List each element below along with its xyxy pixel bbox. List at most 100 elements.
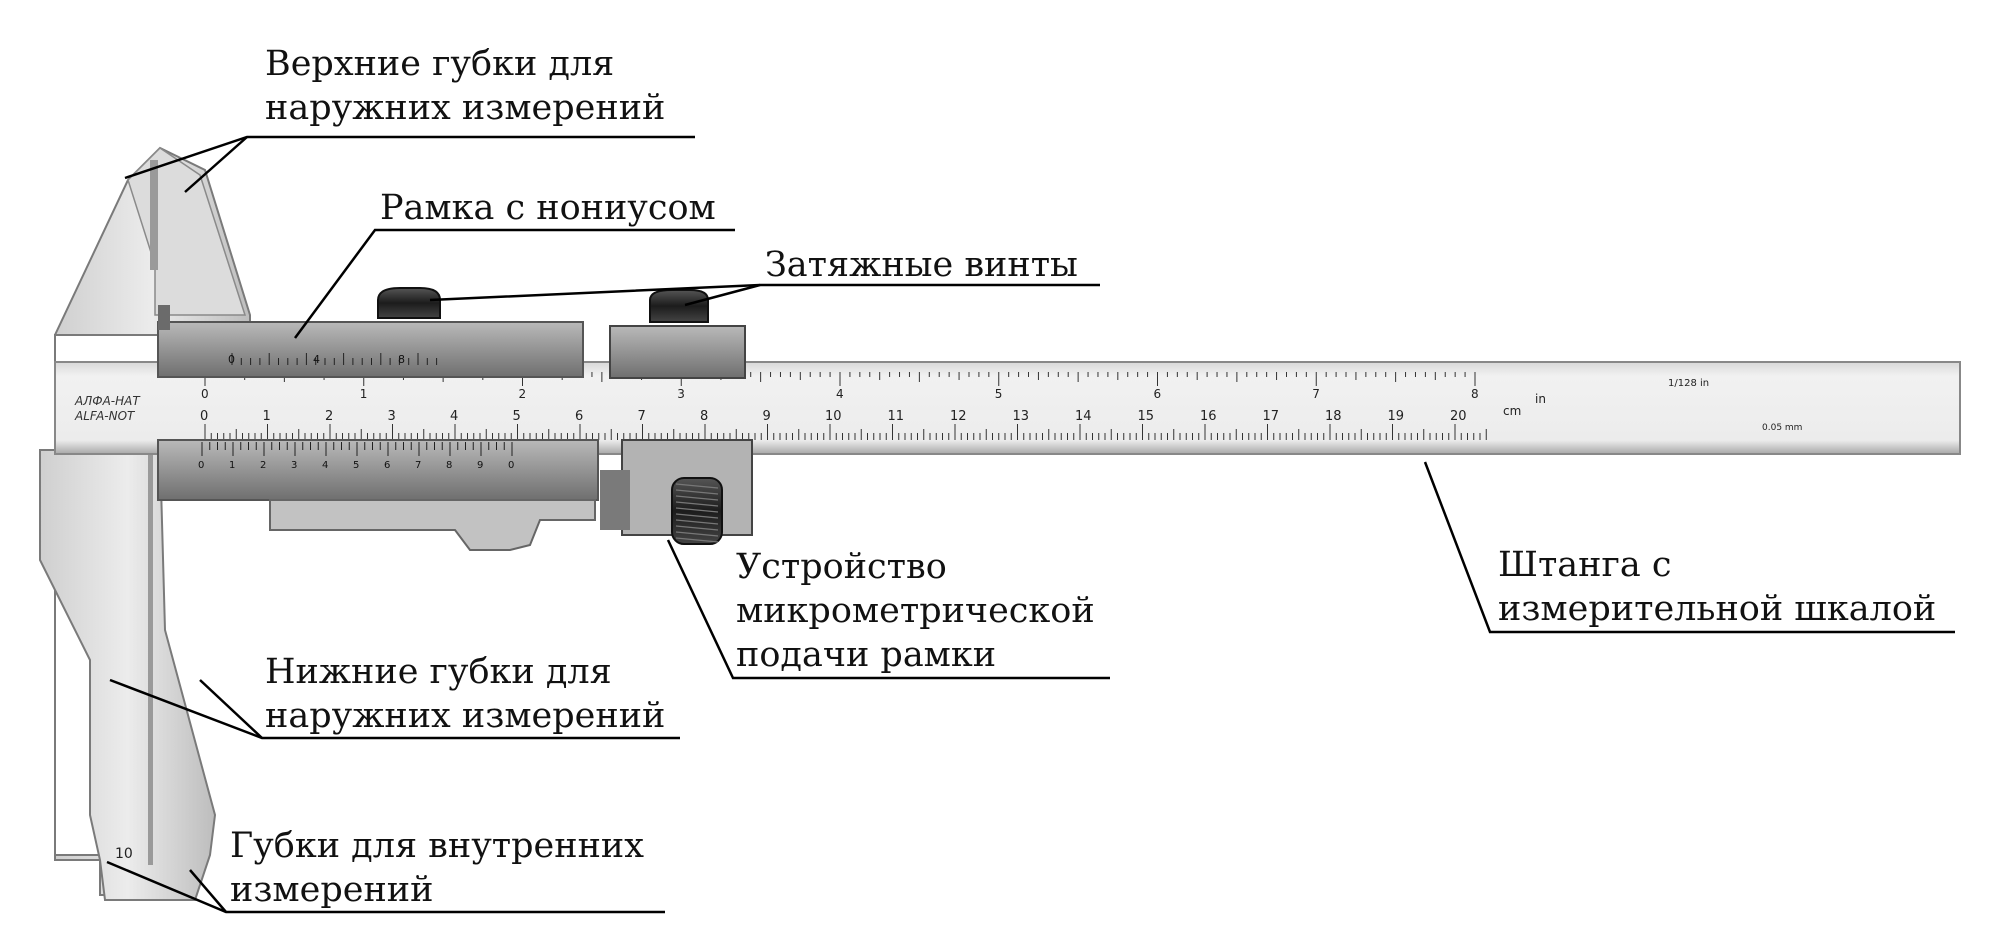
lower-vernier-number: 9 (477, 460, 483, 471)
beam-cm-number: 13 (1013, 409, 1030, 424)
beam-inch-number: 7 (1312, 387, 1320, 401)
leader-upper-jaws-2 (184, 136, 248, 193)
lower-vernier-number: 1 (229, 460, 235, 471)
beam-cm-number: 1 (263, 409, 271, 424)
leader-fine-feed (666, 539, 1110, 680)
beam-inch-number: 5 (995, 387, 1003, 401)
label-upper-jaws-line-2: наружних измерений (265, 88, 666, 128)
beam-cm-number: 11 (888, 409, 905, 424)
leader-lines (106, 135, 1955, 914)
fine-feed-knurl (675, 483, 719, 543)
leader-frame (293, 228, 735, 339)
beam-cm-number: 17 (1263, 409, 1280, 424)
beam-cm-number: 20 (1450, 409, 1467, 424)
label-lower-jaws: Нижние губки для наружних измерений (265, 650, 665, 738)
label-upper-jaws-line-1: Верхние губки для (265, 44, 615, 84)
label-lower-jaws-line-2: наружних измерений (265, 696, 666, 736)
label-fine-feed-line-1: Устройство (736, 547, 947, 587)
brand-line-1: АЛФА-НАТ (74, 394, 141, 408)
label-frame-line-1: Рамка с нониусом (380, 188, 716, 228)
label-beam: Штанга с измерительной шкалой (1498, 543, 1936, 631)
lower-vernier-number: 0 (198, 460, 204, 471)
clamp-lower-shadow (600, 470, 630, 530)
lower-jaw-body (39, 449, 217, 901)
jaw-number: 10 (115, 846, 133, 862)
knurl-line (675, 537, 719, 543)
beam-inch-number: 8 (1471, 387, 1479, 401)
beam-cm-number: 7 (638, 409, 646, 424)
knurl-line (675, 513, 719, 519)
unit-in: in (1535, 392, 1546, 406)
beam-cm-number: 12 (950, 409, 967, 424)
clamp-screw-right (649, 289, 709, 323)
frame-upper-bar (157, 321, 584, 378)
leader-inner-jaws-2 (189, 869, 227, 913)
label-fine-feed: Устройство микрометрической подачи рамки (736, 545, 1095, 677)
label-inner-jaws-line-1: Губки для внутренних (230, 826, 644, 866)
upper-vernier-number: 4 (313, 353, 320, 366)
label-frame: Рамка с нониусом (380, 186, 716, 230)
label-inner-jaws: Губки для внутренних измерений (230, 824, 644, 912)
beam-inch-number: 3 (677, 387, 685, 401)
leader-lower-jaws-2 (199, 679, 263, 739)
lower-vernier-number: 0 (508, 460, 514, 471)
beam-inch-number: 1 (360, 387, 368, 401)
knurl-line (675, 483, 719, 489)
beam-cm-number: 16 (1200, 409, 1217, 424)
knurl-line (675, 531, 719, 537)
beam-cm-number: 6 (575, 409, 583, 424)
label-lower-jaws-line-1: Нижние губки для (265, 652, 612, 692)
label-upper-jaws: Верхние губки для наружних измерений (265, 42, 665, 130)
beam-cm-number: 2 (325, 409, 333, 424)
knurl-line (675, 489, 719, 495)
label-screws-line-1: Затяжные винты (765, 245, 1078, 285)
beam-cm-number: 14 (1075, 409, 1092, 424)
knurl-line (675, 501, 719, 507)
beam-inch-number: 6 (1154, 387, 1162, 401)
beam-cm-number: 8 (700, 409, 708, 424)
beam-inch-number: 2 (519, 387, 527, 401)
clamp-screw-left (377, 287, 441, 319)
lower-jaw-divider (148, 455, 153, 865)
label-fine-feed-line-2: микрометрической (736, 591, 1095, 631)
beam-cm-number: 5 (513, 409, 521, 424)
label-fine-feed-line-3: подачи рамки (736, 635, 997, 675)
frame-foot (269, 499, 596, 551)
lower-vernier-number: 5 (353, 460, 359, 471)
lower-vernier-number: 4 (322, 460, 328, 471)
label-beam-line-1: Штанга с (1498, 545, 1672, 585)
lower-vernier-number: 3 (291, 460, 297, 471)
lower-vernier-number: 2 (260, 460, 266, 471)
fine-feed-knob (671, 477, 723, 545)
lower-vernier-number: 6 (384, 460, 390, 471)
beam-cm-number: 3 (388, 409, 396, 424)
vernier-resolution: 0.05 mm (1762, 423, 1802, 433)
label-screws: Затяжные винты (765, 243, 1078, 287)
knurl-line (675, 495, 719, 501)
beam-inch-number: 0 (201, 387, 209, 401)
beam-cm-number: 15 (1138, 409, 1155, 424)
unit-cm: cm (1503, 404, 1521, 418)
label-beam-line-2: измерительной шкалой (1498, 589, 1937, 629)
upper-vernier-number: 0 (228, 353, 235, 366)
beam-cm-number: 4 (450, 409, 458, 424)
beam-cm-number: 19 (1388, 409, 1405, 424)
frame-lower-bar (157, 439, 599, 501)
inch-resolution: 1/128 in (1668, 378, 1709, 389)
leader-screws (429, 283, 1100, 302)
clamp-upper-block (609, 325, 746, 379)
beam-cm-number: 18 (1325, 409, 1342, 424)
label-inner-jaws-line-2: измерений (230, 870, 434, 910)
beam-inch-number: 4 (836, 387, 844, 401)
leader-screws-2 (684, 283, 761, 307)
upper-jaw-edge (150, 160, 158, 270)
leader-beam (1423, 461, 1955, 634)
leader-upper-jaws (124, 135, 695, 180)
knurl-line (675, 507, 719, 513)
beam-cm-number: 9 (763, 409, 771, 424)
beam-cm-number: 10 (825, 409, 842, 424)
